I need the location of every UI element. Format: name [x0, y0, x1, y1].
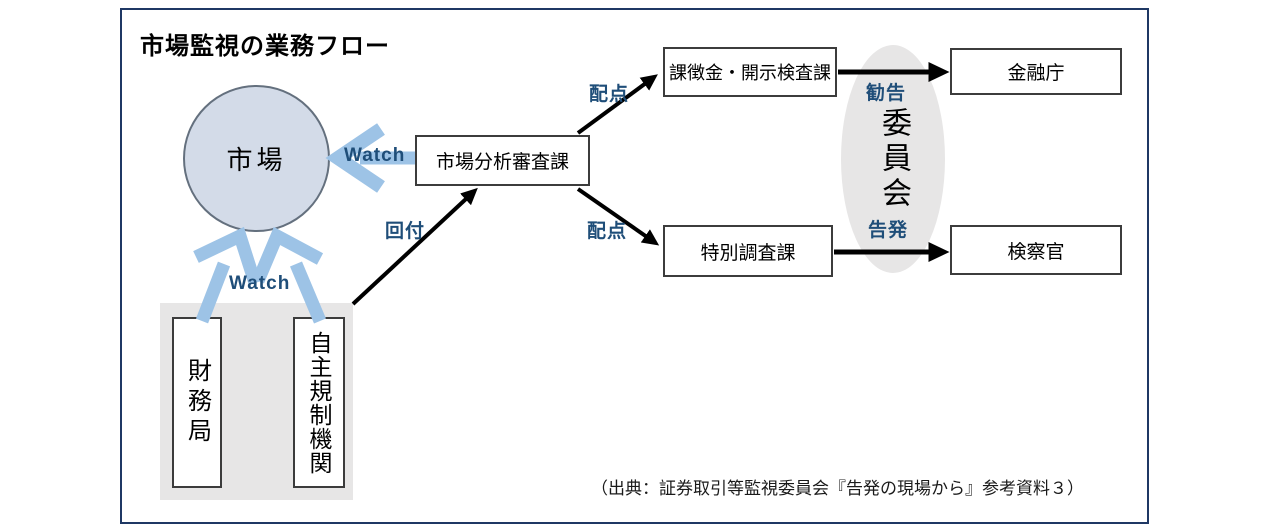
- node-analysis-division: 市場分析審査課: [415, 135, 590, 186]
- node-analysis-division-label: 市場分析審査課: [435, 152, 569, 173]
- label-kaifu: 回付: [385, 221, 426, 242]
- label-haiten-bottom: 配点: [587, 221, 628, 242]
- label-kokuhatsu: 告発: [868, 220, 909, 241]
- node-kachokin-division: 課徴金・開示検査課: [663, 47, 837, 97]
- label-watch-top: Watch: [344, 145, 406, 166]
- node-fsa-label: 金融庁: [1007, 63, 1065, 84]
- node-market: 市場: [183, 85, 330, 232]
- label-haiten-top: 配点: [589, 84, 630, 105]
- node-special-division: 特別調査課: [663, 225, 833, 277]
- label-kankoku: 勧告: [866, 83, 907, 104]
- node-zaimukyoku: 財務局: [172, 317, 222, 488]
- node-market-label: 市場: [226, 145, 287, 175]
- node-jishukisei: 自主規制機関: [293, 317, 345, 488]
- label-watch-bottom: Watch: [229, 273, 291, 294]
- source-note: （出典：証券取引等監視委員会『告発の現場から』参考資料３）: [591, 479, 1084, 498]
- diagram-title: 市場監視の業務フロー: [140, 33, 390, 60]
- node-kachokin-division-label: 課徴金・開示検査課: [669, 63, 831, 83]
- node-commission-label: 委員会: [877, 106, 910, 212]
- node-fsa: 金融庁: [950, 48, 1122, 95]
- node-prosecutor-label: 検察官: [1007, 241, 1065, 263]
- node-zaimukyoku-label: 財務局: [183, 357, 211, 448]
- node-special-division-label: 特別調査課: [700, 242, 796, 264]
- node-prosecutor: 検察官: [950, 225, 1122, 275]
- node-commission: 委員会: [841, 45, 945, 273]
- node-jishukisei-label: 自主規制機関: [306, 330, 332, 475]
